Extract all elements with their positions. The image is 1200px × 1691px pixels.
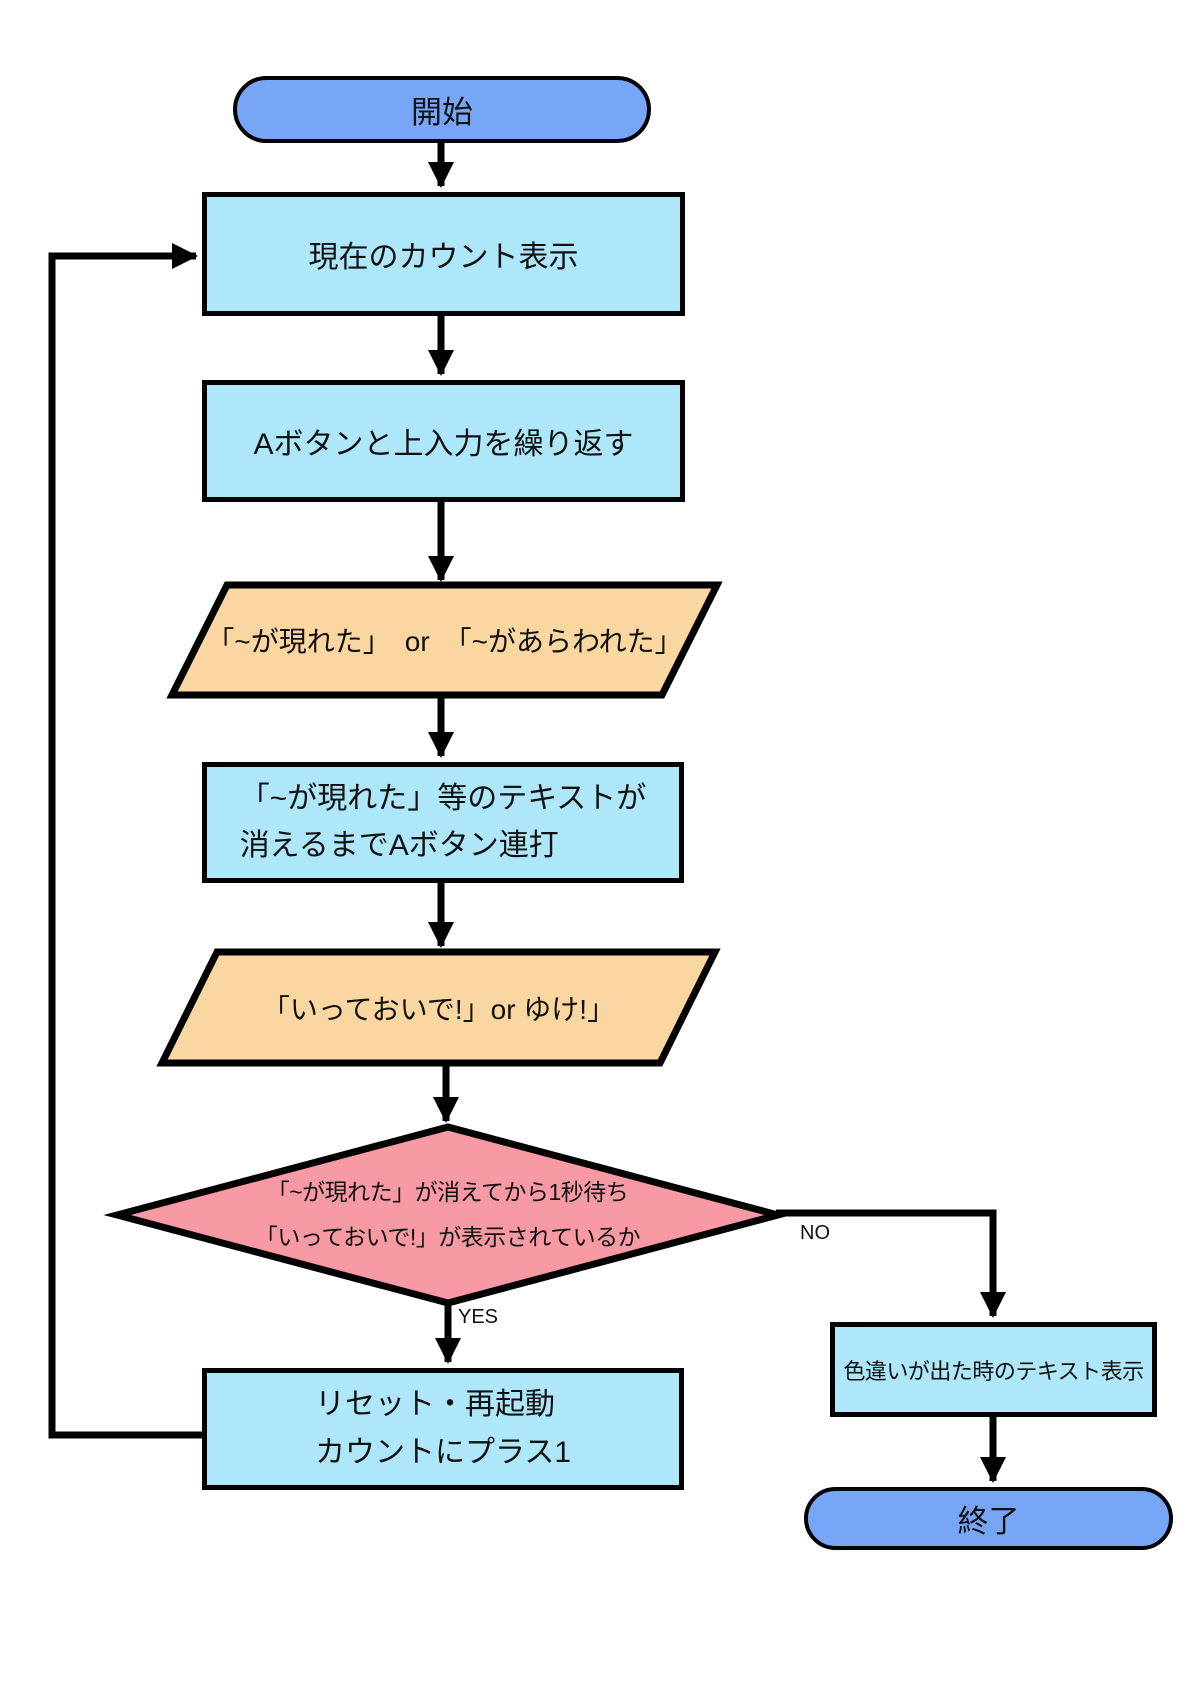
- node-mash-a-line2: 消えるまでAボタン連打: [239, 828, 559, 862]
- edge-label-yes: YES: [458, 1306, 499, 1328]
- io-encounter-shape: [166, 581, 723, 699]
- edge-label-no: NO: [800, 1222, 830, 1244]
- node-repeat-a-up-label: Aボタンと上入力を繰り返す: [253, 428, 634, 461]
- node-end-label: 終了: [957, 1504, 1020, 1539]
- node-mash-a: 「~が現れた」等のテキストが 消えるまでAボタン連打: [202, 762, 684, 883]
- node-end: 終了: [804, 1487, 1173, 1550]
- node-mash-a-line1: 「~が現れた」等のテキストが: [239, 782, 647, 815]
- decision-shape: [103, 1123, 792, 1307]
- edge-decision-no-to-shiny: [776, 1209, 1006, 1318]
- node-show-count: 現在のカウント表示: [202, 192, 685, 316]
- node-reset-line1: リセット・再起動: [314, 1388, 555, 1421]
- node-start-label: 開始: [411, 95, 473, 130]
- node-start: 開始: [233, 76, 651, 143]
- io-go-shape: [156, 948, 721, 1067]
- node-reset-line2: カウントにプラス1: [314, 1436, 572, 1469]
- node-repeat-a-up: Aボタンと上入力を繰り返す: [202, 380, 685, 502]
- node-shiny-text: 色違いが出た時のテキスト表示: [830, 1322, 1157, 1417]
- node-reset: リセット・再起動 カウントにプラス1: [202, 1368, 684, 1490]
- edge-reset-loop-to-show-count: [48, 243, 202, 1439]
- node-shiny-text-label: 色違いが出た時のテキスト表示: [843, 1358, 1144, 1384]
- node-show-count-label: 現在のカウント表示: [308, 241, 579, 274]
